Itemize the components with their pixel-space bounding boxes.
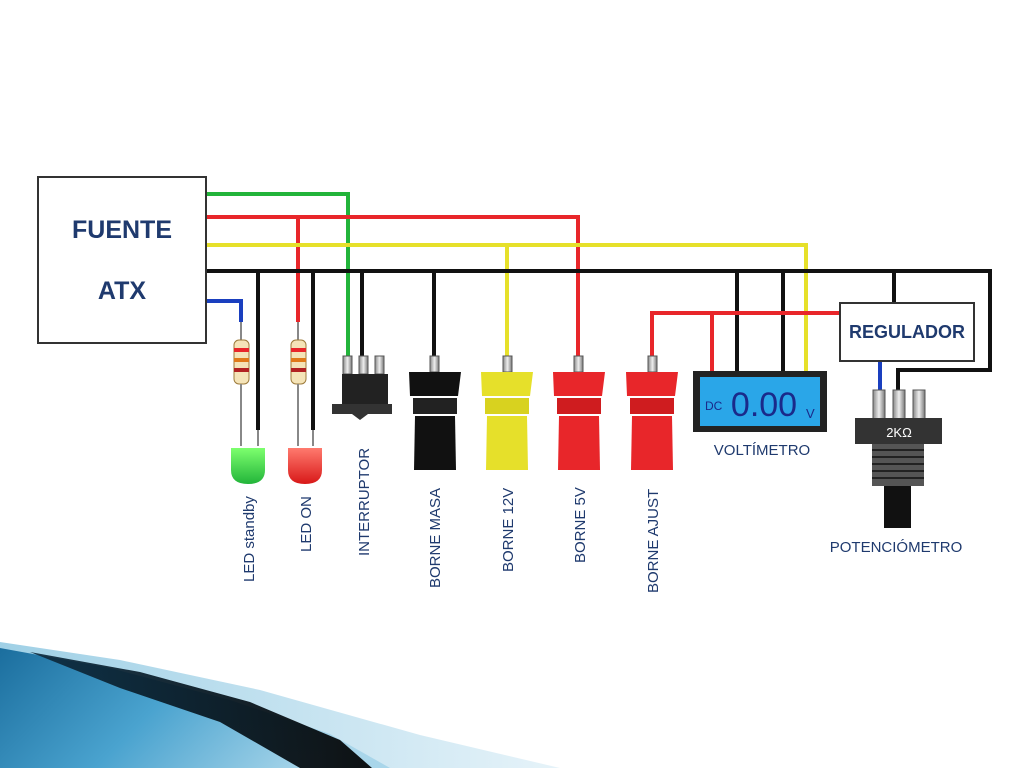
- borne-ajust: [626, 355, 678, 470]
- voltmeter-reading: 0.00: [731, 386, 797, 424]
- regulador-box: REGULADOR: [839, 302, 975, 362]
- borne-masa: [409, 355, 461, 470]
- regulator-label: REGULADOR: [849, 322, 965, 342]
- potentiometer: 2KΩ POTENCIÓMETRO: [830, 389, 963, 556]
- wire-yellow: [206, 243, 808, 372]
- source-title-line2: ATX: [98, 277, 146, 305]
- label-borne-12v: BORNE 12V: [500, 488, 517, 572]
- potentiometer-value: 2KΩ: [886, 425, 912, 440]
- label-interruptor: INTERRUPTOR: [356, 448, 373, 556]
- borne-5v: [553, 355, 605, 470]
- voltmeter-prefix: DC: [705, 399, 723, 413]
- source-title-line1: FUENTE: [72, 216, 172, 244]
- fuente-atx-box: FUENTE ATX: [37, 176, 207, 344]
- borne-12v: [481, 355, 533, 470]
- led-standby: [231, 322, 265, 484]
- interruptor-switch: [332, 355, 392, 420]
- label-led-standby: LED standby: [241, 496, 258, 582]
- label-borne-5v: BORNE 5V: [572, 487, 589, 563]
- slide-decoration: [0, 642, 560, 768]
- component-labels: LED standby LED ON INTERRUPTOR BORNE MAS…: [241, 448, 662, 593]
- voltmeter-unit: V: [806, 406, 815, 421]
- voltmeter: DC 0.00 V VOLTÍMETRO: [693, 371, 827, 459]
- wire-red-main: [206, 215, 580, 358]
- voltmeter-label: VOLTÍMETRO: [714, 442, 810, 459]
- label-led-on: LED ON: [298, 496, 315, 552]
- wire-black-bus: [206, 269, 992, 390]
- label-borne-masa: BORNE MASA: [427, 488, 444, 588]
- wire-red-regulator: [650, 311, 840, 358]
- led-on: [288, 322, 322, 484]
- wire-blue-led: [206, 299, 243, 322]
- wires: [206, 192, 992, 430]
- potentiometer-label: POTENCIÓMETRO: [830, 539, 963, 556]
- label-borne-ajust: BORNE AJUST: [645, 489, 662, 593]
- wire-green: [206, 192, 350, 358]
